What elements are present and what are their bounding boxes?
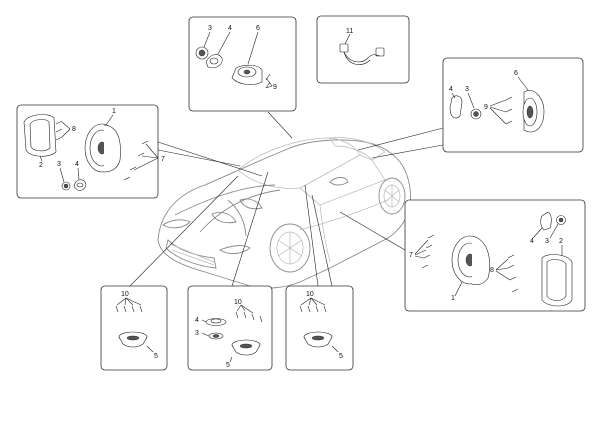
callout-bottom-2-10: 10 bbox=[234, 299, 242, 306]
callout-bottom-2-5: 5 bbox=[226, 362, 230, 369]
callout-right-bottom-4: 4 bbox=[530, 238, 534, 245]
panel-top-center: 3 4 6 9 bbox=[188, 16, 297, 112]
panel-right-bottom: 7 4 3 2 8 1 bbox=[404, 199, 586, 312]
callout-cable-11: 11 bbox=[346, 28, 353, 35]
callout-top-center-4: 4 bbox=[228, 25, 232, 32]
callout-left-2: 2 bbox=[39, 162, 43, 169]
callout-bottom-1-10: 10 bbox=[121, 291, 129, 298]
callout-left-7: 7 bbox=[161, 156, 165, 163]
callout-left-4: 4 bbox=[75, 161, 79, 168]
panel-right-top: 4 3 9 6 bbox=[442, 57, 584, 153]
callout-bottom-2-4: 4 bbox=[195, 317, 199, 324]
callout-top-center-9: 9 bbox=[273, 84, 277, 91]
callout-bottom-3-5: 5 bbox=[339, 353, 343, 360]
callout-right-top-9: 9 bbox=[484, 104, 488, 111]
callout-right-bottom-3: 3 bbox=[545, 238, 549, 245]
car-outline bbox=[157, 137, 411, 289]
panel-left: 1 8 2 3 4 7 bbox=[16, 104, 165, 199]
callout-right-bottom-8: 8 bbox=[490, 267, 494, 274]
panel-top-right-small: 11 bbox=[316, 15, 410, 84]
callout-top-center-3: 3 bbox=[208, 25, 212, 32]
callout-left-3: 3 bbox=[57, 161, 61, 168]
panel-bottom-2: 10 4 3 5 bbox=[187, 285, 273, 371]
callout-right-top-6: 6 bbox=[514, 70, 518, 77]
panel-bottom-3: 10 5 bbox=[285, 285, 354, 371]
callout-bottom-1-5: 5 bbox=[154, 353, 158, 360]
callout-bottom-3-10: 10 bbox=[306, 291, 314, 298]
callout-right-top-3: 3 bbox=[465, 86, 469, 93]
callout-left-1: 1 bbox=[112, 108, 116, 115]
panel-bottom-1: 10 5 bbox=[100, 285, 168, 371]
callout-bottom-2-3: 3 bbox=[195, 330, 199, 337]
callout-top-center-6: 6 bbox=[256, 25, 260, 32]
callout-right-bottom-2: 2 bbox=[559, 238, 563, 245]
callout-right-bottom-7: 7 bbox=[409, 252, 413, 259]
leader-lines bbox=[129, 111, 444, 287]
callout-right-bottom-1: 1 bbox=[451, 295, 455, 302]
callout-right-top-4: 4 bbox=[449, 86, 453, 93]
callout-left-8: 8 bbox=[72, 126, 76, 133]
